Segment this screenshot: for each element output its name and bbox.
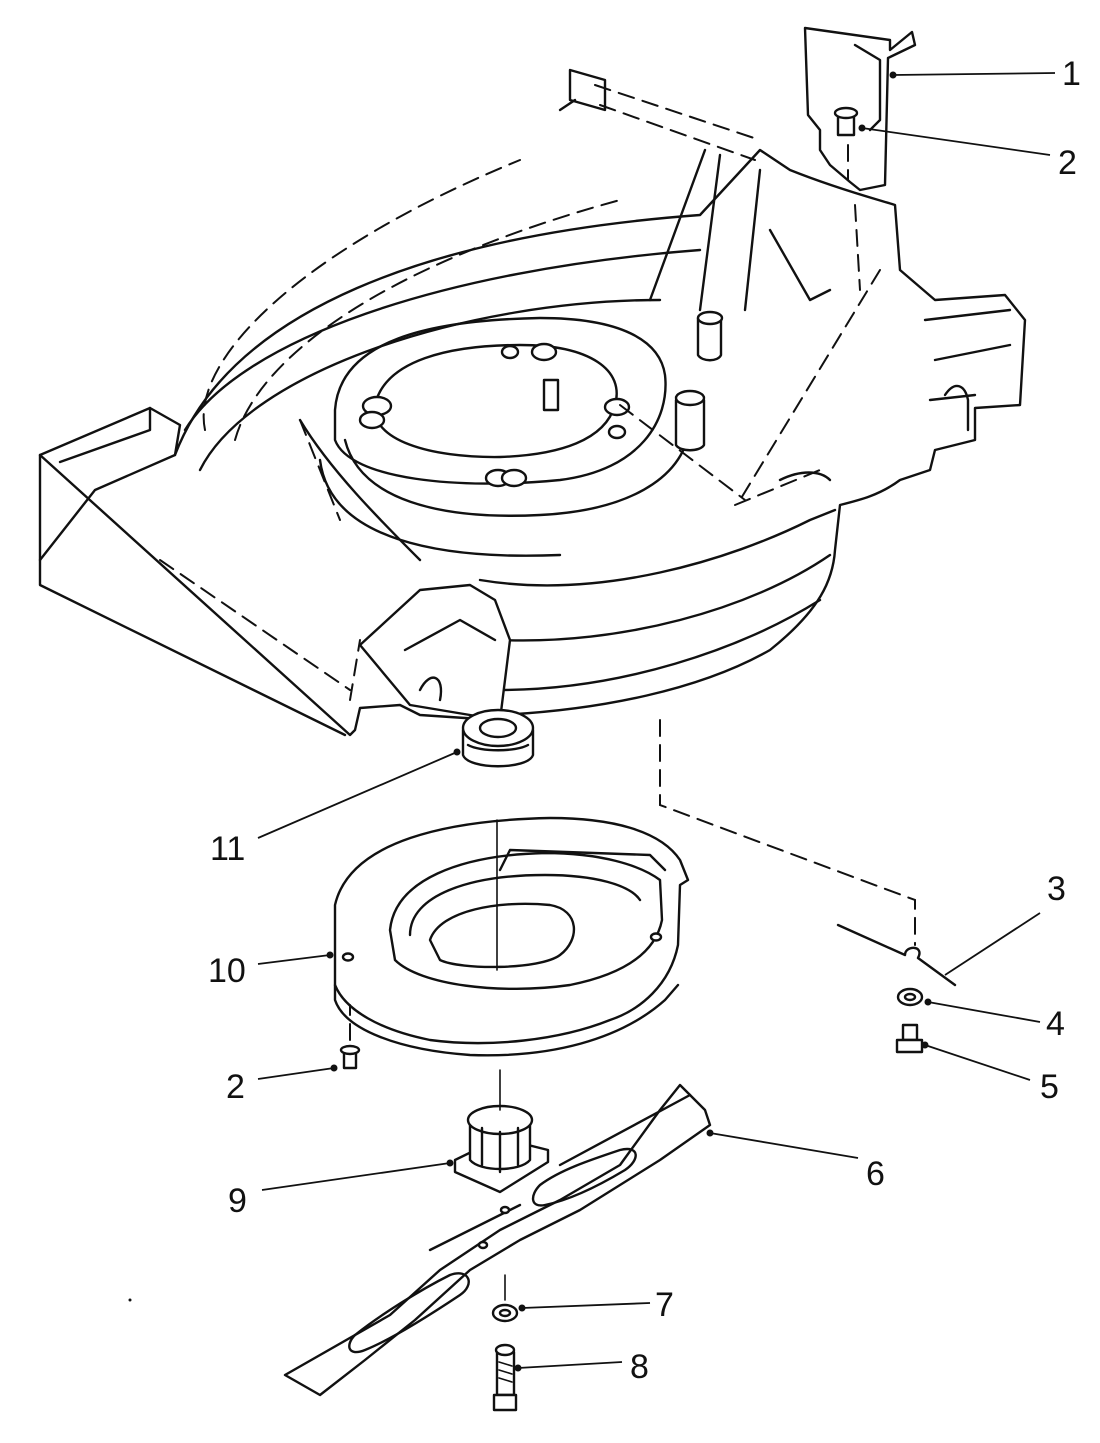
part-6-blade [283,1083,712,1397]
callout-9: 9 [228,1182,247,1220]
leader-lines [257,71,1056,1372]
part-2-screw-lower [339,1004,361,1070]
callout-10: 10 [208,952,246,990]
callout-2: 2 [1058,144,1077,182]
speck [128,1298,132,1302]
part-11-pulley [461,708,535,768]
part-7-washer [491,1303,519,1323]
callout-1: 1 [1062,55,1081,93]
part-10-guard-plate [333,816,690,1057]
part-8-bolt [492,1343,518,1412]
callout-11: 11 [210,830,245,868]
callout-8: 8 [630,1348,649,1386]
callout-3: 3 [1047,870,1066,908]
part-4-washer [896,987,924,1007]
callout-7: 7 [655,1286,674,1324]
part-3-spring-clip [836,923,957,987]
part-9-blade-adapter [453,1104,550,1194]
callout-2-lower: 2 [226,1068,245,1106]
mower-deck [38,68,1027,737]
callout-4: 4 [1046,1005,1065,1043]
part-5-bolt [895,1023,924,1054]
callout-labels: 1 2 3 4 5 6 7 8 9 10 11 2 [208,55,1081,1386]
part-1-bracket [803,26,917,192]
callout-5: 5 [1040,1068,1059,1106]
alignment-lines [496,144,916,1301]
callout-6: 6 [866,1155,885,1193]
